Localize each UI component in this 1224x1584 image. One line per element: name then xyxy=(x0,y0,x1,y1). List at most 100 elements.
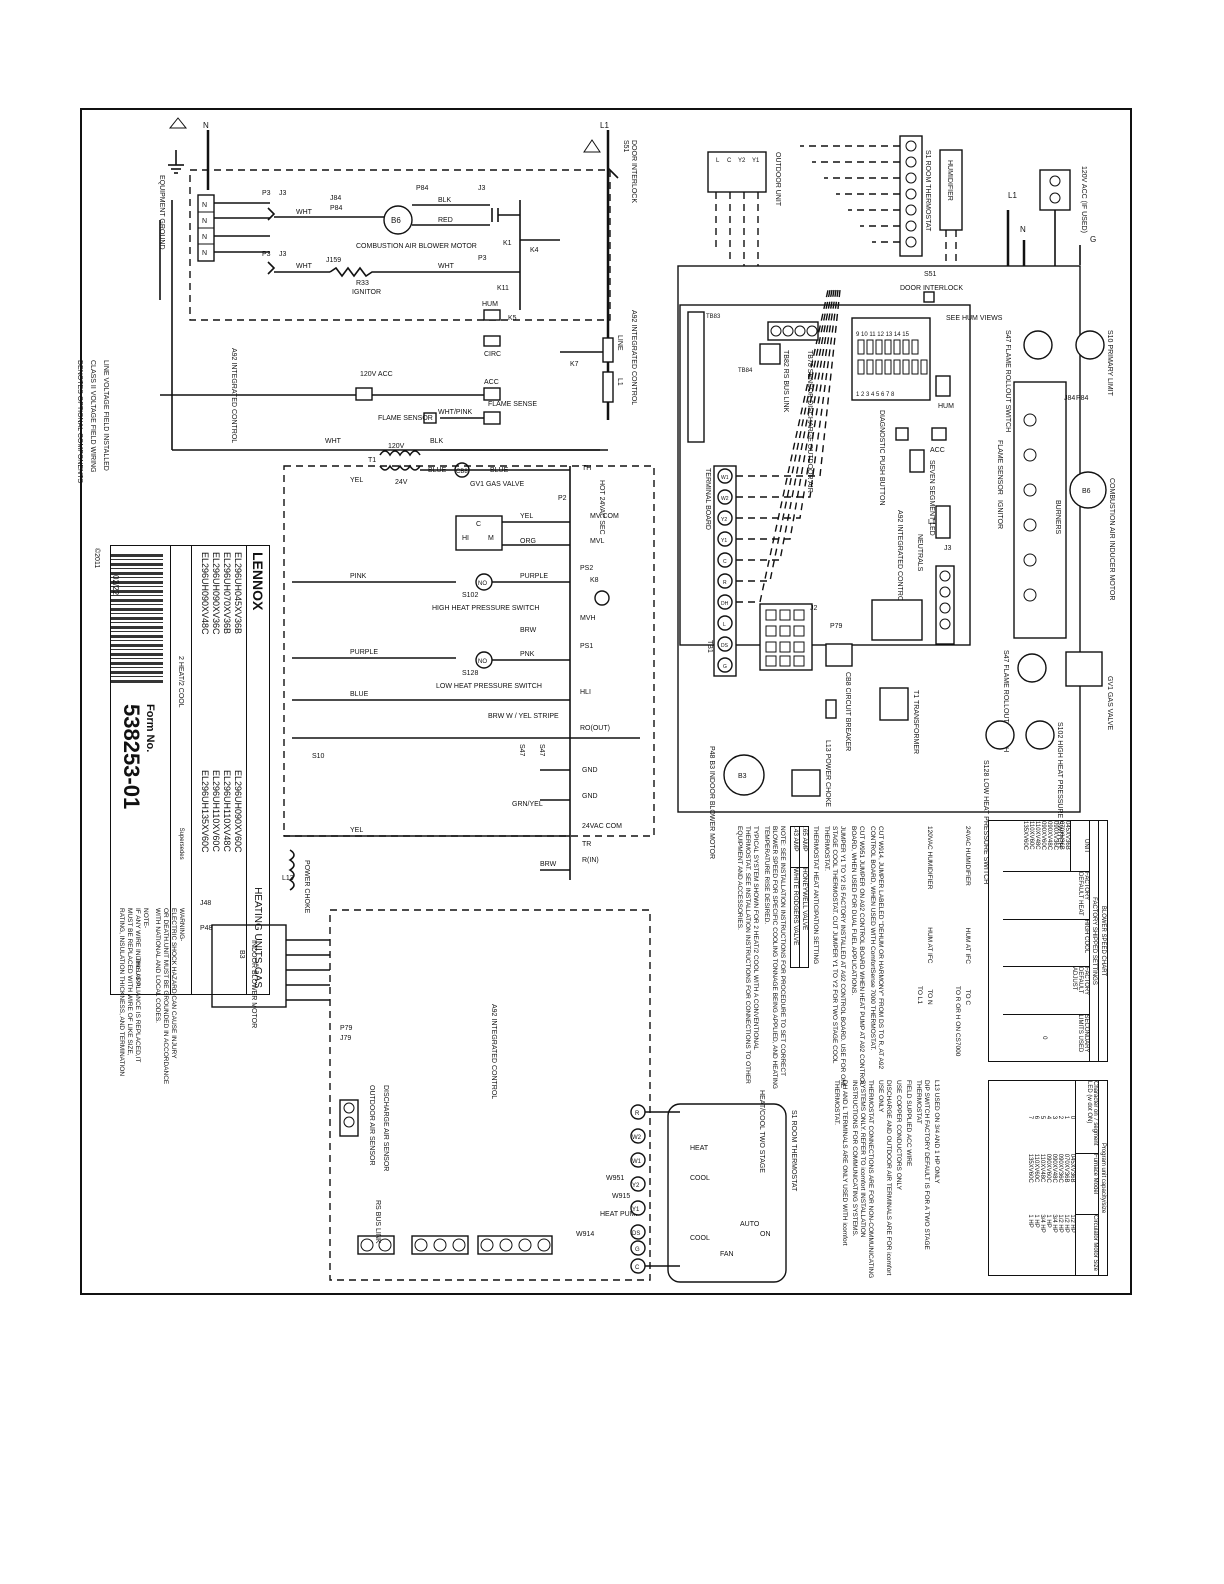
mv-com-label: MV COM xyxy=(590,513,619,520)
tb82-label: TB82 RS BUS LINK xyxy=(782,350,789,413)
p79-label: P79 xyxy=(340,1025,353,1032)
to-c-label: TO C xyxy=(964,989,971,1006)
diagnostic-push-button[interactable] xyxy=(895,427,909,441)
date: 02/22 xyxy=(111,575,120,596)
door-interlock-label-board: DOOR INTERLOCK xyxy=(900,285,963,292)
dip-switches[interactable] xyxy=(857,339,928,375)
note-line: NOTE- xyxy=(142,908,149,929)
svg-text:G: G xyxy=(635,1247,640,1253)
s51-label-board: S51 xyxy=(924,271,937,278)
blue-label-3: BLUE xyxy=(350,691,369,698)
yel-label-1: YEL xyxy=(350,477,363,484)
svg-text:NO: NO xyxy=(478,581,487,587)
acc-terminal-label: ACC xyxy=(484,379,499,386)
neutral-label: N xyxy=(203,121,209,130)
l13-power-choke xyxy=(288,849,295,891)
r-in-label: R(IN) xyxy=(582,857,599,864)
gv1-gas-valve-board xyxy=(1065,651,1103,687)
hum-terminal-board xyxy=(935,375,951,397)
program-cell: 6 xyxy=(1033,1115,1039,1120)
line-label: LINE xyxy=(616,335,623,351)
b3-label-board: B3 xyxy=(738,773,747,780)
dip-switch-bank xyxy=(851,317,931,401)
blower-chart-header: FACTORY DEFAULT HEAT xyxy=(1003,872,1089,920)
s10-primary-limit xyxy=(1075,330,1105,360)
p84-label-2: P84 xyxy=(416,185,429,192)
blower-chart-unit: 045XV36B xyxy=(1064,821,1070,850)
blower-chart-units: UNIT 045XV36B 070XV36B 090XV36C 090XV48C… xyxy=(1003,821,1089,872)
tb83-tb84-terminals-board xyxy=(687,311,705,443)
thermostat-terminal-column: R W2 W1 Y2 Y1 DS G C xyxy=(630,1104,646,1274)
note-text: NOTE: SEE INSTALLATION INSTRUCTIONS FOR … xyxy=(763,826,786,1089)
b6-label-board: B6 xyxy=(1082,488,1091,495)
s128-label: S128 xyxy=(462,670,478,677)
program-capacity-table: Program unit capacity/size Character on … xyxy=(988,1080,1108,1276)
blower-chart-unit: 090XV36C xyxy=(1052,821,1058,851)
seven-segment-label: SEVEN SEGMENT LED xyxy=(928,460,935,536)
neutrals-label: NEUTRALS xyxy=(916,534,923,572)
svg-text:M: M xyxy=(488,535,494,542)
primary-limit-label: S10 PRIMARY LIMIT xyxy=(1106,330,1113,397)
models-right: EL296UH090XV60C EL296UH110XV48C EL296UH1… xyxy=(195,770,243,988)
j3-connector-board xyxy=(935,565,955,645)
ps2-label: PS2 xyxy=(580,565,593,572)
models-left: EL296UH045XV36B EL296UH070XV36B EL296UH0… xyxy=(195,552,243,770)
s47-label-1: S47 xyxy=(538,744,545,757)
program-cell: 3/4 HP xyxy=(1051,1214,1057,1233)
wht-label-3: WHT xyxy=(438,263,455,270)
com-24vac-label: 24VAC COM xyxy=(582,823,622,830)
ignitor-label-board: IGNITOR xyxy=(996,500,1003,529)
svg-text:C: C xyxy=(635,1265,640,1271)
svg-text:DH: DH xyxy=(721,601,729,607)
fan-label: FAN xyxy=(720,1251,734,1258)
b3-label: B3 xyxy=(238,950,245,959)
cb8-breaker-board[interactable] xyxy=(825,699,837,719)
brw-yel-label: BRW W / YEL STRIPE xyxy=(488,713,559,720)
stage-note: 2 HEAT/2 COOL xyxy=(177,656,185,708)
dip-bottom-labels: 9 10 11 12 13 14 15 xyxy=(856,332,910,338)
blower-chart-title: BLOWER SPEED CHART xyxy=(1098,821,1107,1061)
title-heading: HEATING UNITS-GAS xyxy=(252,887,264,988)
svg-text:W1: W1 xyxy=(721,475,729,481)
program-cell: 090XV60C xyxy=(1045,1153,1051,1183)
rs-bus-link-label: RS BUS LINK xyxy=(374,1200,381,1244)
l13-power-choke-board xyxy=(791,769,821,797)
dip-top-labels: 1 2 3 4 5 6 7 8 xyxy=(856,392,895,398)
mvh-label: MVH xyxy=(580,615,596,622)
ro-out-label: RO(OUT) xyxy=(580,725,610,732)
legend: LINE VOLTAGE FIELD INSTALLED CLASS II VO… xyxy=(73,330,112,550)
note-text: CUT W951 JUMPER ON A92 CONTROL BOARD WHE… xyxy=(850,826,865,1086)
tb78-label: TB78 SENSOR DISCHARGE OUTDOOR AIR xyxy=(806,350,813,493)
s47-flame-rollout xyxy=(1023,330,1053,360)
a92-label-board: A92 INTEGRATED CONTROL xyxy=(896,510,903,605)
right-notes-block: L13 USED ON 3/4 AND 1 HP ONLY DIP SWITCH… xyxy=(832,1080,940,1280)
g-label: G xyxy=(1090,235,1096,244)
b6-inducer-motor-board xyxy=(1069,471,1107,509)
l1-label-top: L1 xyxy=(1008,191,1017,200)
tb84-terminals xyxy=(477,1235,553,1255)
pink-label: PINK xyxy=(350,573,367,580)
right-note: DIP SWITCH FACTORY DEFAULT IS FOR A TWO … xyxy=(915,1080,930,1250)
note-line: RATING, INSULATION THICKNESS, AND TERMIN… xyxy=(118,908,125,1077)
program-table-header: Character on 7 segment LED (w dot ON) xyxy=(1076,1081,1098,1154)
svg-text:HI: HI xyxy=(462,535,469,542)
cool-label-2: COOL xyxy=(690,1235,710,1242)
room-thermostat-lower xyxy=(667,1103,787,1283)
s128-label-board: S128 LOW HEAT PRESSURE SWITCH xyxy=(982,760,989,884)
hum-ifc-label-1: HUM AT IFC xyxy=(964,927,971,964)
form-label: Form No. xyxy=(144,704,156,753)
l1-label-board: L1 xyxy=(928,519,936,526)
blower-chart-unit: 070XV36B xyxy=(1058,821,1064,850)
t1-label: T1 xyxy=(368,457,376,464)
grn-yel-label: GRN/YEL xyxy=(512,801,543,808)
blower-chart-header: UNIT xyxy=(1070,821,1089,871)
tb1-label: TB1 xyxy=(706,640,713,653)
humidifier-notes: 24VAC HUMIDIFIER HUM AT IFC TO C TO R OR… xyxy=(914,826,972,1076)
svg-text:NO: NO xyxy=(478,659,487,665)
note-line: IF ANY WIRE IN THIS APPLIANCE IS REPLACE… xyxy=(134,908,141,1063)
brand-name: LENNOX xyxy=(250,552,266,611)
program-cell: 3/4 HP xyxy=(1039,1214,1045,1233)
svg-text:C: C xyxy=(727,158,732,164)
j84-label-board: J84 xyxy=(1064,395,1075,402)
program-cell: 1 HP xyxy=(1027,1214,1033,1228)
